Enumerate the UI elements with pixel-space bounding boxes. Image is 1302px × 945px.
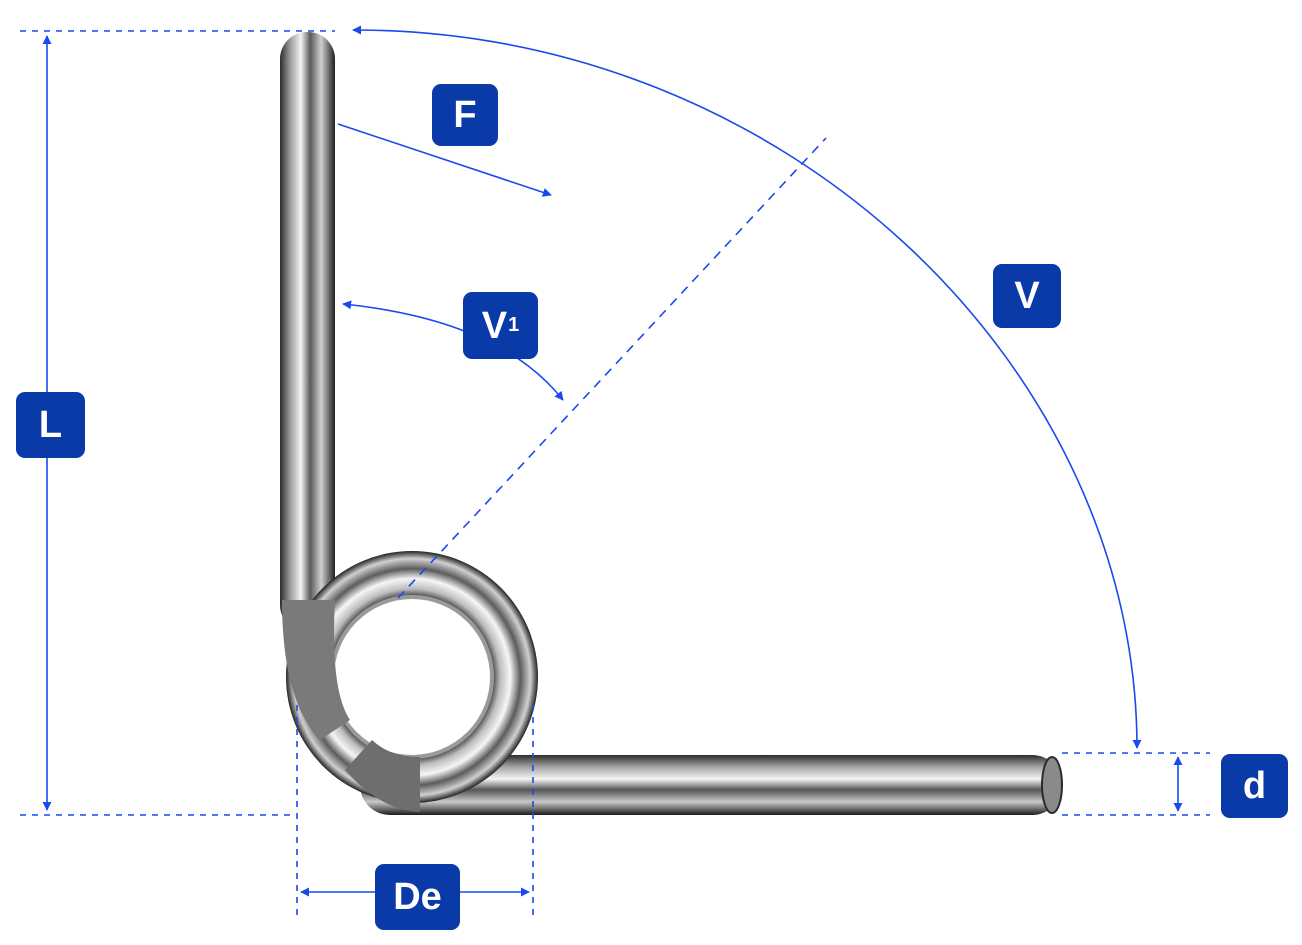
length-label: L (38, 404, 63, 446)
dimension-lines (20, 25, 1210, 920)
spring-vertical-leg (280, 32, 335, 632)
spring-horizontal-leg (360, 755, 1062, 815)
bisector-dashed-line (397, 137, 827, 599)
outer-diameter-label-badge: De (375, 864, 460, 930)
leg-angle-label: V (481, 304, 508, 347)
leg-angle-subscript: 1 (508, 314, 520, 336)
total-angle-arc (352, 25, 1142, 749)
length-label-badge: L (16, 392, 85, 458)
spring-bend (282, 600, 350, 740)
force-label-badge: F (432, 84, 498, 146)
wire-diameter-label: d (1242, 765, 1267, 807)
force-label: F (453, 94, 477, 136)
total-angle-label: V (1014, 275, 1040, 317)
outer-diameter-label: De (393, 876, 442, 918)
spring-leg-end (1041, 756, 1063, 814)
wire-diameter-label-badge: d (1221, 754, 1288, 818)
total-angle-label-badge: V (993, 264, 1061, 328)
spring-wire (280, 32, 1063, 815)
